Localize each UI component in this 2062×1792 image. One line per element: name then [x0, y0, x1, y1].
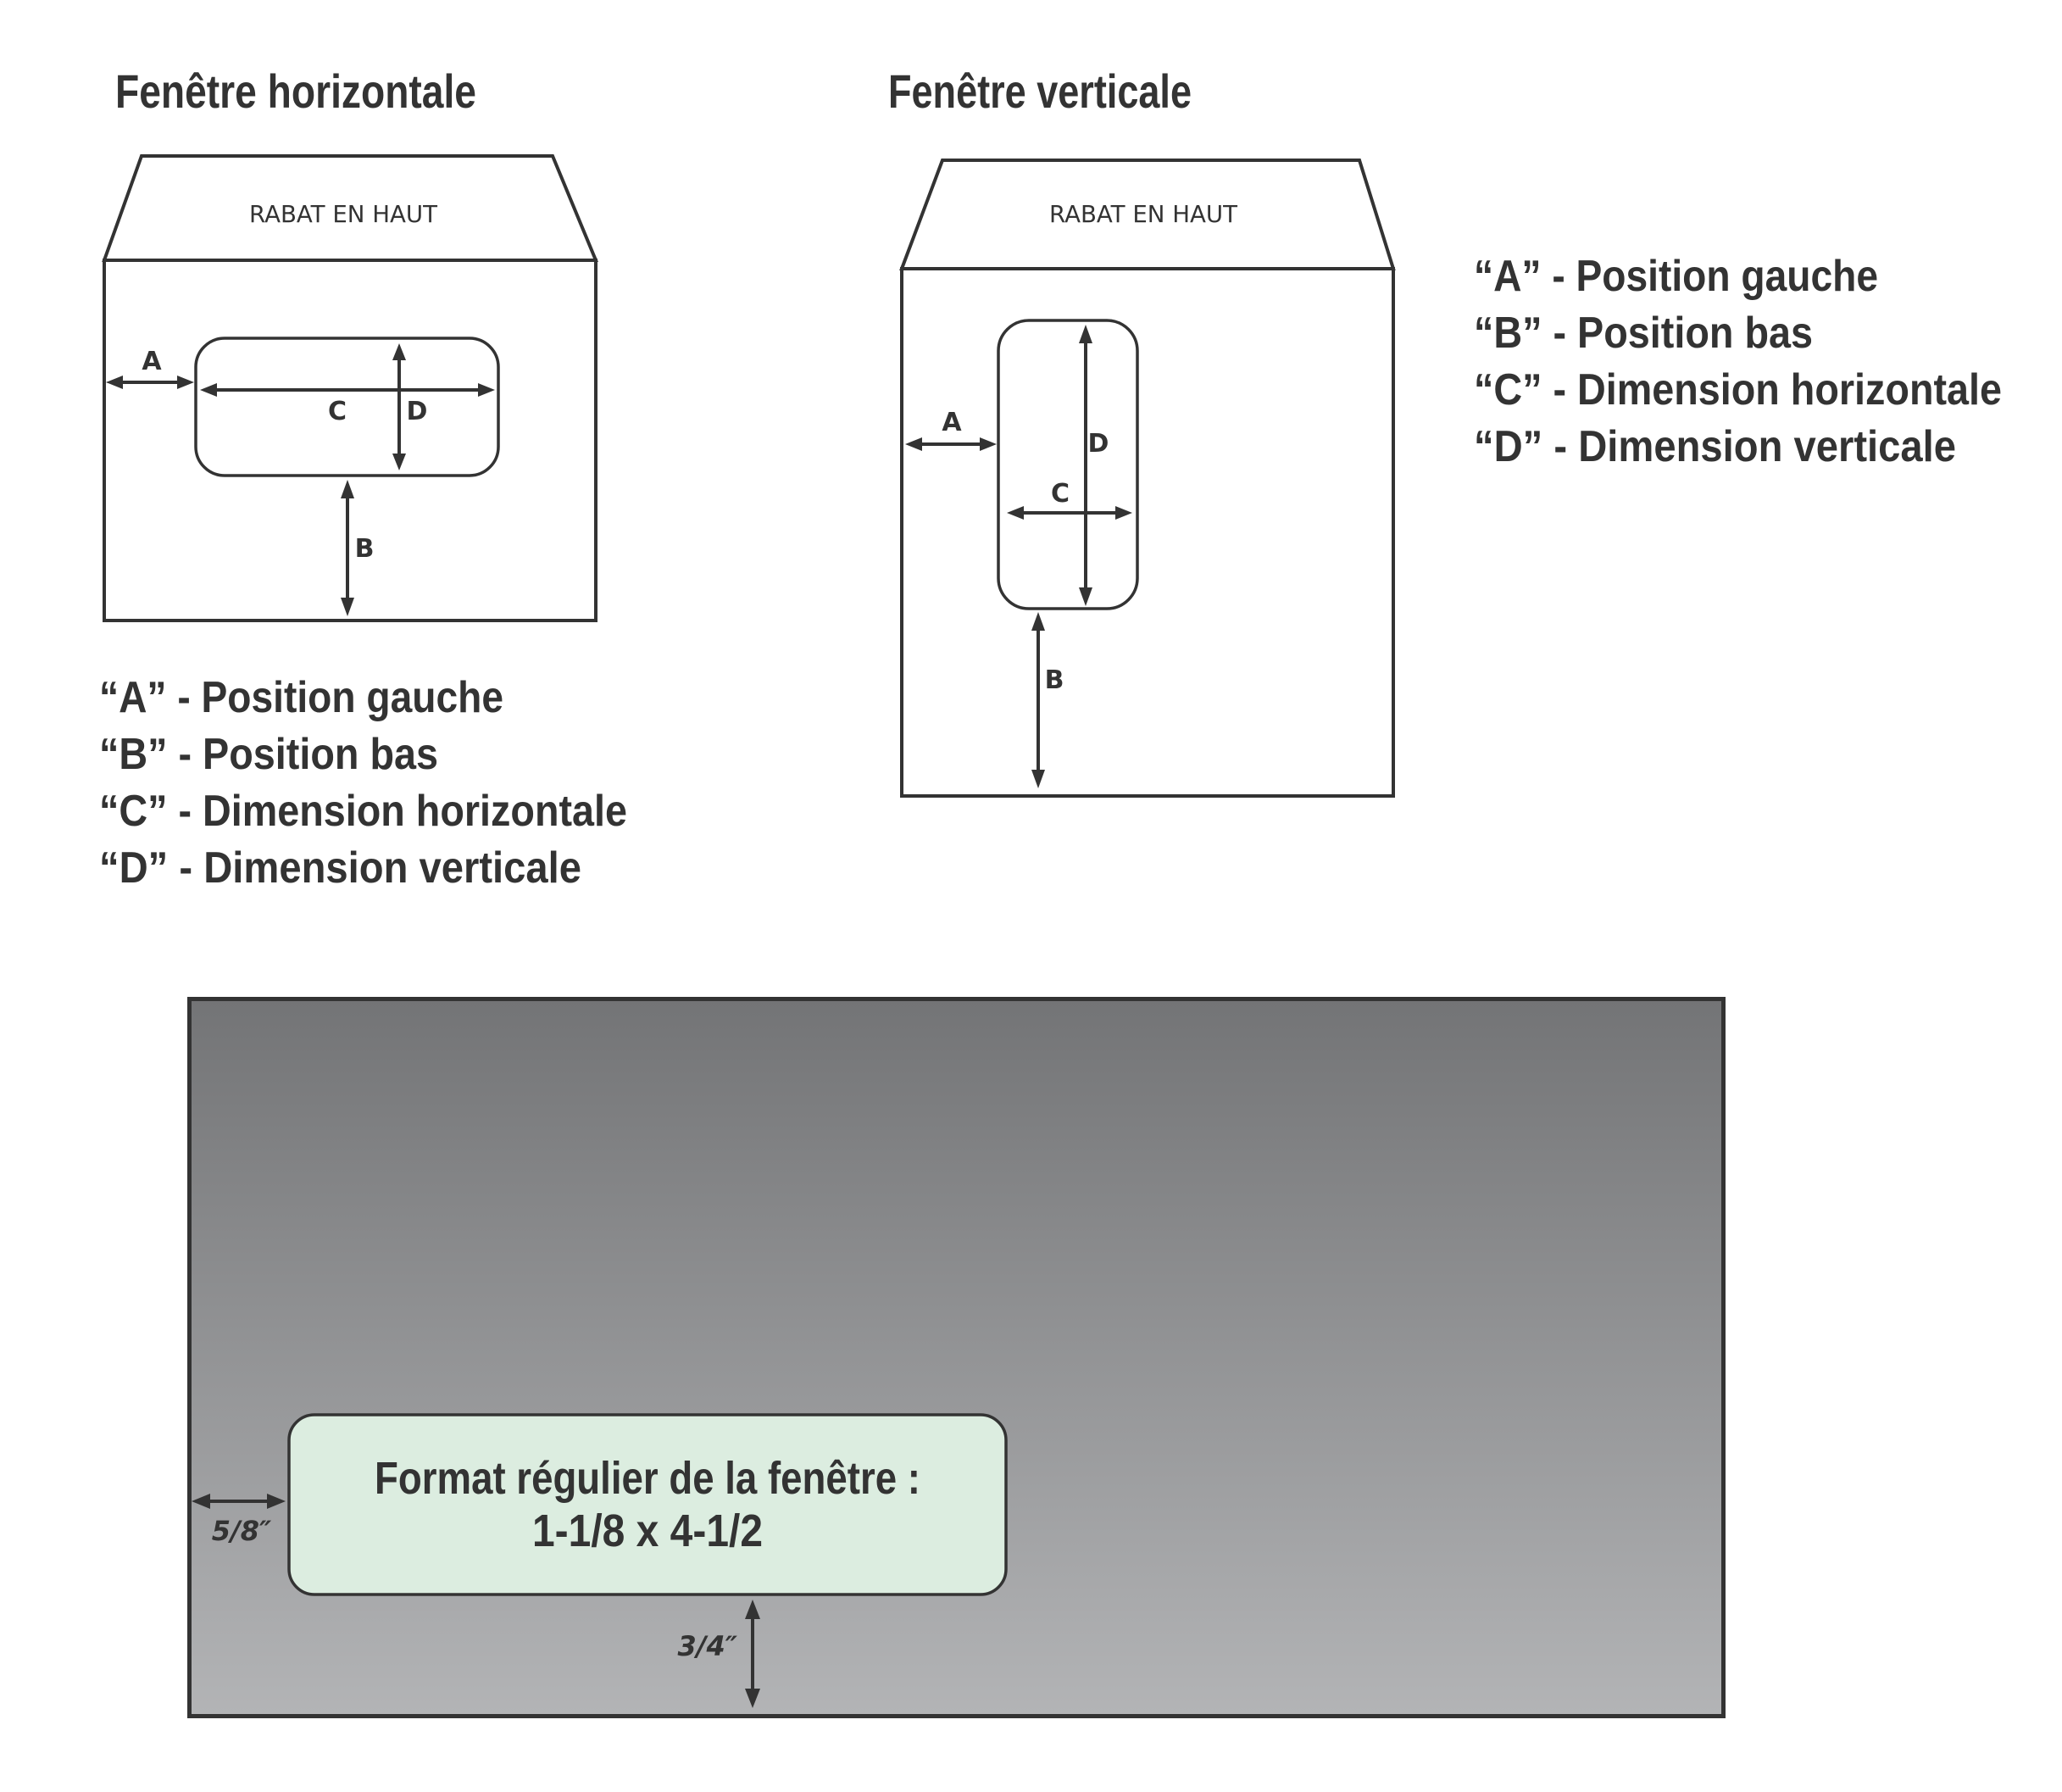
dimension-d-label: D: [407, 397, 428, 426]
dimension-d-label: D: [1088, 429, 1109, 459]
dimension-c-label: C: [1051, 479, 1070, 509]
horizontal-legend: “A” - Position gauche “B” - Position bas…: [99, 673, 627, 893]
envelope-body: [900, 267, 1395, 798]
dimension-d-arrow: [1079, 325, 1092, 606]
dimension-b-label: B: [1045, 665, 1064, 695]
legend-item-b: “B” - Position bas: [99, 730, 438, 779]
legend-item-a: “A” - Position gauche: [1474, 252, 1878, 301]
legend-item-d: “D” - Dimension verticale: [1474, 422, 1956, 471]
bottom-offset-arrow: [745, 1600, 760, 1708]
bottom-offset-label: 3/4″: [677, 1630, 737, 1662]
flap-label: RABAT EN HAUT: [249, 200, 438, 228]
envelope-window: [194, 337, 500, 477]
horizontal-window-section: Fenêtre horizontale RABAT EN HAUT A C: [99, 64, 627, 893]
standard-window-size: 1-1/8 x 4-1/2: [532, 1505, 763, 1556]
dimension-a-label: A: [142, 347, 162, 376]
envelope-window: [997, 319, 1139, 610]
legend-item-b: “B” - Position bas: [1474, 309, 1813, 358]
legend-item-c: “C” - Dimension horizontale: [1474, 365, 2002, 415]
vertical-window-section: Fenêtre verticale RABAT EN HAUT A D: [888, 64, 2002, 798]
horizontal-envelope: RABAT EN HAUT A C D: [102, 154, 598, 622]
standard-window-title: Format régulier de la fenêtre :: [375, 1453, 920, 1504]
dimension-c-arrow: [1007, 506, 1132, 520]
left-offset-label: 5/8″: [212, 1515, 272, 1547]
dimension-a-arrow: [905, 437, 997, 451]
flap-label: RABAT EN HAUT: [1049, 200, 1238, 228]
legend-item-c: “C” - Dimension horizontale: [99, 787, 627, 836]
legend-item-a: “A” - Position gauche: [99, 673, 503, 722]
dimension-c-label: C: [328, 397, 347, 426]
horizontal-title: Fenêtre horizontale: [115, 64, 476, 118]
dimension-b-arrow: [1031, 612, 1045, 788]
vertical-envelope: RABAT EN HAUT A D C: [899, 159, 1396, 798]
envelope-body: [103, 259, 597, 622]
dimension-d-arrow: [392, 343, 406, 470]
dimension-b-arrow: [341, 480, 354, 616]
dimension-a-arrow: [106, 376, 194, 389]
envelope-sample: [187, 997, 1726, 1718]
vertical-legend: “A” - Position gauche “B” - Position bas…: [1474, 252, 2002, 471]
left-offset-arrow: [192, 1494, 286, 1509]
dimension-b-label: B: [355, 534, 375, 564]
legend-item-d: “D” - Dimension verticale: [99, 843, 581, 893]
dimension-a-label: A: [942, 408, 962, 437]
standard-window-section: Format régulier de la fenêtre : 1-1/8 x …: [187, 997, 1726, 1718]
vertical-title: Fenêtre verticale: [888, 64, 1192, 118]
standard-window: [287, 1413, 1008, 1596]
dimension-c-arrow: [200, 383, 495, 397]
